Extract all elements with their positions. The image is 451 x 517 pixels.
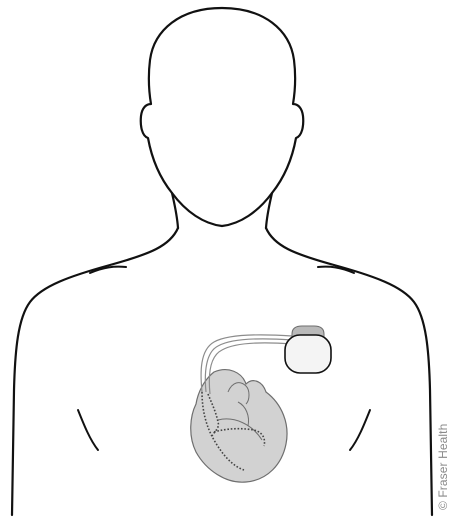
head-outline <box>141 8 303 228</box>
jaw-outline <box>172 193 272 226</box>
pacemaker-body <box>285 335 331 373</box>
right-armpit-line <box>350 410 370 450</box>
copyright-text: © Fraser Health <box>436 424 450 510</box>
left-armpit-line <box>78 410 98 450</box>
pacemaker-device-icon <box>285 326 331 373</box>
